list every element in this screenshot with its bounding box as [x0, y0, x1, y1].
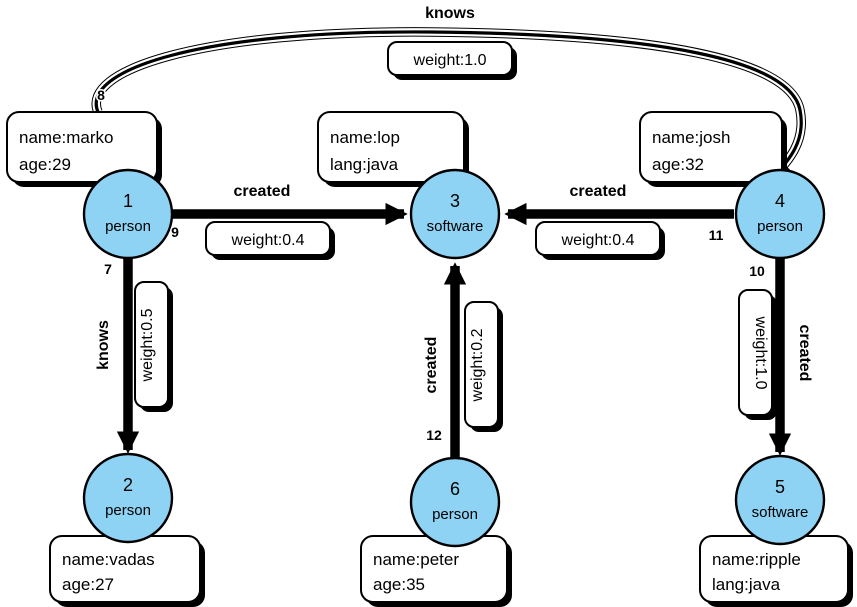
node-label: person — [105, 502, 151, 519]
prop-line: name:vadas — [62, 550, 155, 569]
edge-label-knows-7: knows — [95, 320, 112, 370]
node-id: 5 — [775, 477, 785, 497]
node-4[interactable]: 4 person — [734, 168, 826, 260]
weight-box-edge-10: weight:1.0 — [738, 289, 777, 420]
prop-line: lang:java — [330, 155, 399, 174]
edge-id-10: 10 — [749, 263, 765, 279]
prop-line: age:35 — [373, 575, 425, 594]
props-node-4: name:josh age:32 — [639, 111, 787, 187]
weight-box-edge-9: weight:0.4 — [205, 221, 335, 260]
edge-id-7: 7 — [104, 261, 112, 277]
node-5[interactable]: 5 software — [734, 454, 826, 546]
weight-box-edge-7: weight:0.5 — [134, 281, 173, 412]
weight-box-edge-12: weight:0.2 — [464, 301, 503, 432]
node-id: 4 — [775, 191, 785, 211]
weight-box-edge-11: weight:0.4 — [535, 221, 665, 260]
node-label: software — [427, 218, 484, 235]
edge-label-created-9: created — [234, 183, 291, 200]
node-label: software — [752, 504, 809, 521]
props-node-6: name:peter age:35 — [360, 535, 512, 607]
edge-label-created-10: created — [796, 325, 813, 382]
edge-id-9: 9 — [171, 224, 179, 240]
node-6[interactable]: 6 person — [409, 456, 501, 548]
prop-line: name:ripple — [712, 550, 801, 569]
edge-id-11: 11 — [709, 227, 724, 243]
node-3[interactable]: 3 software — [409, 168, 501, 260]
node-id: 1 — [123, 191, 133, 211]
prop-line: lang:java — [712, 575, 781, 594]
weight-label: weight:0.2 — [469, 328, 486, 402]
node-1[interactable]: 1 person — [82, 168, 174, 260]
node-id: 2 — [123, 475, 133, 495]
props-node-5: name:ripple lang:java — [699, 535, 853, 607]
props-node-3: name:lop lang:java — [317, 111, 469, 187]
edge-label-knows-8: knows — [425, 5, 475, 22]
props-node-2: name:vadas age:27 — [49, 535, 205, 607]
prop-line: name:peter — [373, 550, 459, 569]
prop-line: age:32 — [652, 155, 704, 174]
edge-id-12: 12 — [426, 427, 442, 443]
node-id: 6 — [450, 479, 460, 499]
edge-id-8: 8 — [97, 87, 105, 103]
node-label: person — [757, 218, 803, 235]
weight-label: weight:0.5 — [139, 308, 156, 382]
node-label: person — [105, 218, 151, 235]
weight-label: weight:0.4 — [561, 232, 635, 249]
prop-line: age:27 — [62, 575, 114, 594]
weight-label: weight:0.4 — [231, 232, 305, 249]
weight-label: weight:1.0 — [413, 52, 487, 69]
prop-line: name:marko — [19, 128, 113, 147]
weight-label: weight:1.0 — [752, 316, 769, 390]
prop-line: name:lop — [330, 128, 400, 147]
edge-label-created-12: created — [423, 337, 440, 394]
prop-line: age:29 — [19, 155, 71, 174]
weight-box-edge-8: weight:1.0 — [387, 41, 517, 80]
node-label: person — [432, 506, 478, 523]
edge-label-created-11: created — [570, 183, 627, 200]
node-2[interactable]: 2 person — [82, 452, 174, 544]
node-id: 3 — [450, 191, 460, 211]
prop-line: name:josh — [652, 128, 730, 147]
edge-8[interactable] — [91, 27, 806, 182]
